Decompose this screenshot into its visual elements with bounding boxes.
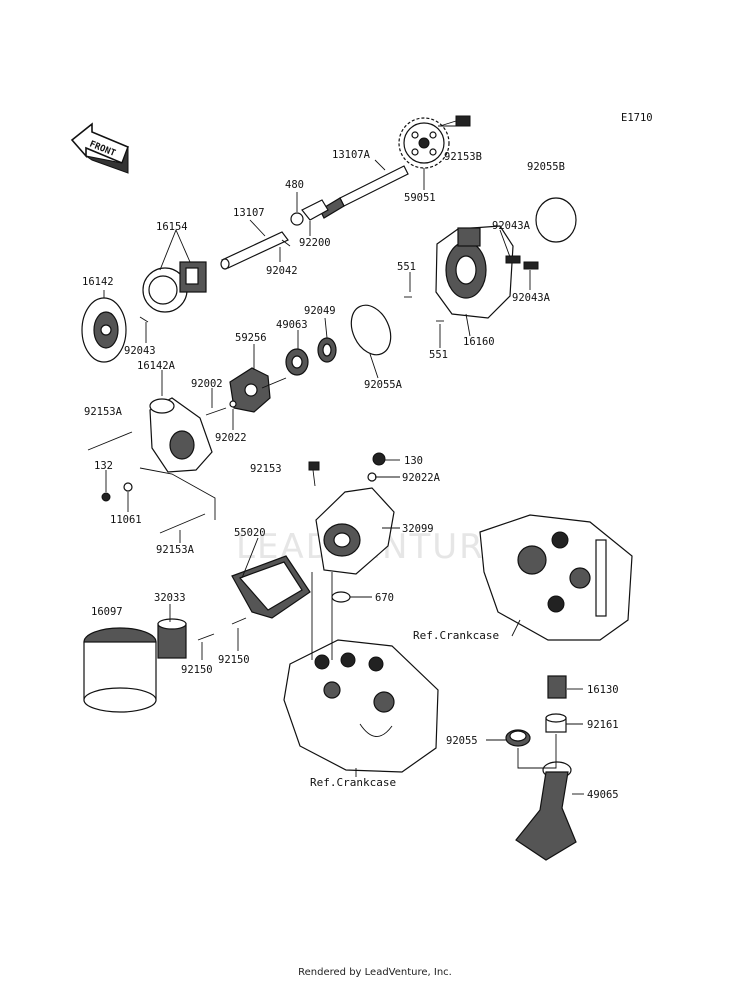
o-ring-670-drawing: [331, 591, 351, 603]
washer-92200-drawing: [301, 199, 329, 221]
part-label-551[interactable]: 551: [397, 261, 416, 273]
pin-92042-drawing: [281, 239, 291, 247]
part-label-670[interactable]: 670: [375, 592, 394, 604]
part-label-92055B[interactable]: 92055B: [527, 161, 565, 173]
part-label-16097[interactable]: 16097: [91, 606, 123, 618]
bolt-92153A-b-drawing: [159, 513, 206, 534]
bolt-92002-drawing: [205, 407, 227, 416]
part-label-92043A-b[interactable]: 92043A: [512, 292, 551, 304]
part-label-13107[interactable]: 13107: [233, 207, 265, 219]
bolt-92153A-drawing: [87, 431, 133, 451]
shaft-13107-drawing: [220, 231, 289, 270]
bolt-132-drawing: [101, 492, 111, 502]
strainer-49065-drawing: [515, 761, 577, 861]
part-label-32099[interactable]: 32099: [402, 523, 434, 535]
valve-16130-drawing: [547, 675, 567, 699]
bolt-130-drawing: [372, 452, 386, 466]
o-ring-92055B-drawing: [535, 197, 577, 243]
part-label-92055A[interactable]: 92055A: [364, 379, 403, 391]
part-label-551-b[interactable]: 551: [429, 349, 448, 361]
impeller-59256-drawing: [229, 367, 287, 413]
part-label-92002[interactable]: 92002: [191, 378, 223, 390]
front-arrow-icon: FRONT: [70, 122, 130, 174]
part-label-49063[interactable]: 49063: [276, 319, 308, 331]
part-label-59256[interactable]: 59256: [235, 332, 267, 344]
crankcase-right-drawing: [479, 514, 633, 641]
part-label-92161[interactable]: 92161: [587, 719, 619, 731]
gear-59051-drawing: [398, 117, 450, 169]
part-label-92022A[interactable]: 92022A: [402, 472, 441, 484]
part-label-16154[interactable]: 16154: [156, 221, 188, 233]
pump-cover-16142A-drawing: [149, 397, 213, 473]
oil-filter-16097-drawing: [83, 627, 157, 713]
footer-credit: Rendered by LeadVenture, Inc.: [298, 967, 452, 978]
part-label-32033[interactable]: 32033: [154, 592, 186, 604]
ref-label-crankcase-bottom[interactable]: Ref.Crankcase: [310, 776, 396, 789]
shaft-13107A-drawing: [319, 165, 409, 219]
part-label-92153A[interactable]: 92153A: [84, 406, 123, 418]
part-label-92049[interactable]: 92049: [304, 305, 336, 317]
part-label-16142A[interactable]: 16142A: [137, 360, 176, 372]
pin-92043A-drawing: [505, 255, 521, 264]
bolt-92153-drawing: [312, 469, 316, 487]
part-label-130[interactable]: 130: [404, 455, 423, 467]
part-label-92022[interactable]: 92022: [215, 432, 247, 444]
part-label-480[interactable]: 480: [285, 179, 304, 191]
bolt-92150-drawing: [197, 633, 215, 641]
part-label-59051[interactable]: 59051: [404, 192, 436, 204]
part-label-92043A[interactable]: 92043A: [492, 220, 531, 232]
part-labels: 13107A 92153B 480 59051 92055B 13107 922…: [82, 149, 619, 801]
crankcase-bottom-drawing: [283, 639, 439, 773]
part-label-92150-b[interactable]: 92150: [218, 654, 250, 666]
part-label-92042[interactable]: 92042: [266, 265, 298, 277]
seal-92049-drawing: [317, 337, 337, 363]
diagram-code: E1710: [621, 112, 653, 124]
pump-housing-16160-drawing: [435, 225, 514, 319]
part-label-92153B[interactable]: 92153B: [444, 151, 482, 163]
plug-92055-drawing: [505, 729, 531, 747]
bolt-92153B-drawing: [439, 115, 471, 127]
pump-cover-16142-drawing: [81, 297, 127, 363]
washer-92022-drawing: [229, 400, 237, 408]
part-label-16130[interactable]: 16130: [587, 684, 619, 696]
part-label-132[interactable]: 132: [94, 460, 113, 472]
part-label-13107A[interactable]: 13107A: [332, 149, 371, 161]
collar-92161-drawing: [545, 713, 567, 733]
washer-92022A-drawing: [367, 472, 377, 482]
circlip-480-drawing: [290, 212, 304, 226]
gasket-92055A-drawing: [350, 304, 392, 356]
bearing-49063-drawing: [285, 348, 309, 376]
part-label-16160[interactable]: 16160: [463, 336, 495, 348]
part-label-92200[interactable]: 92200: [299, 237, 331, 249]
part-label-92153A-b[interactable]: 92153A: [156, 544, 195, 556]
pin-92043A-b-drawing: [523, 261, 539, 270]
part-label-92153[interactable]: 92153: [250, 463, 282, 475]
rotor-16154-drawing: [142, 261, 207, 313]
part-label-92150[interactable]: 92150: [181, 664, 213, 676]
pump-body-32099-drawing: [315, 487, 395, 575]
bolt-92150-b-drawing: [231, 617, 247, 625]
strainer-55020-drawing: [231, 555, 311, 619]
part-label-92055[interactable]: 92055: [446, 735, 478, 747]
part-label-55020[interactable]: 55020: [234, 527, 266, 539]
part-label-49065[interactable]: 49065: [587, 789, 619, 801]
part-label-11061[interactable]: 11061: [110, 514, 142, 526]
pin-92043-drawing: [139, 316, 149, 323]
part-label-16142[interactable]: 16142: [82, 276, 114, 288]
washer-11061-drawing: [123, 482, 133, 492]
pipe-32033-drawing: [157, 618, 187, 659]
ref-label-crankcase-right[interactable]: Ref.Crankcase: [413, 629, 499, 642]
leader-lines: [103, 125, 584, 795]
part-label-92043[interactable]: 92043: [124, 345, 156, 357]
